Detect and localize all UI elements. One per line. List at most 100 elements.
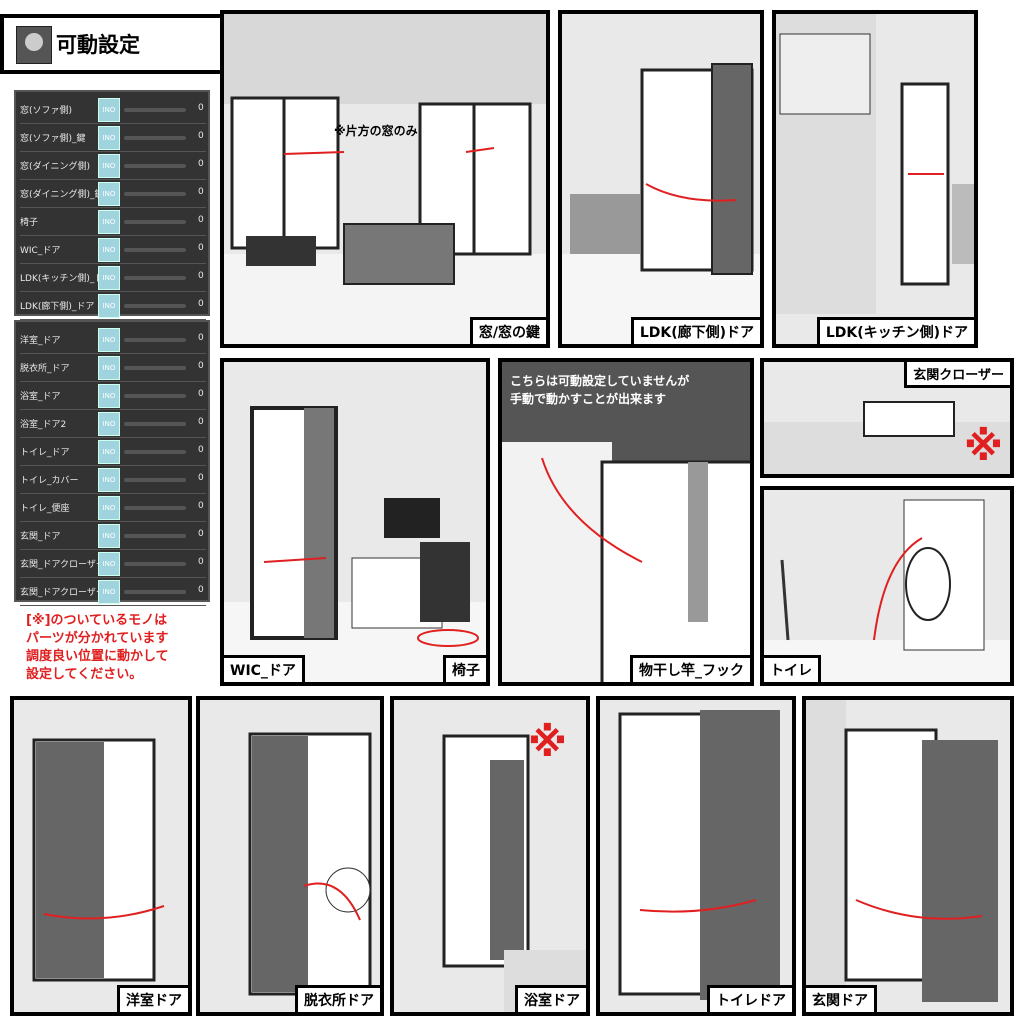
setting-value: 0	[198, 271, 204, 281]
bath-frame: ※ 浴室ドア	[390, 696, 590, 1016]
setting-value: 0	[198, 389, 204, 399]
setting-label: 窓(ソファ側)_鍵	[20, 134, 86, 144]
setting-toggle-button[interactable]: INO	[98, 182, 120, 206]
setting-slider[interactable]	[124, 450, 186, 454]
setting-label: 窓(ソファ側)	[20, 106, 73, 116]
setting-value: 0	[198, 529, 204, 539]
setting-slider[interactable]	[124, 164, 186, 168]
setting-toggle-button[interactable]: INO	[98, 210, 120, 234]
setting-slider[interactable]	[124, 394, 186, 398]
caption-ldk-hall: LDK(廊下側)ドア	[630, 317, 760, 344]
setting-value: 0	[198, 187, 204, 197]
wic-frame: WIC_ドア 椅子	[220, 358, 490, 686]
caption-dressing: 脱衣所ドア	[295, 985, 380, 1012]
window-frame: ※片方の窓のみ 窓/窓の鍵	[220, 10, 550, 348]
hook-frame: こちらは可動設定していませんが 手動で動かすことが出来ます 物干し竿_フック	[498, 358, 754, 686]
setting-value: 0	[198, 361, 204, 371]
setting-label: トイレ_便座	[20, 504, 70, 514]
setting-slider[interactable]	[124, 534, 186, 538]
setting-slider[interactable]	[124, 478, 186, 482]
setting-value: 0	[198, 131, 204, 141]
setting-slider[interactable]	[124, 590, 186, 594]
setting-toggle-button[interactable]: INO	[98, 468, 120, 492]
setting-slider[interactable]	[124, 276, 186, 280]
caption-toilet-door: トイレドア	[707, 985, 792, 1012]
setting-label: 玄関_ドアクローザーB	[20, 588, 112, 598]
setting-label: 脱衣所_ドア	[20, 364, 70, 374]
caption-ldk-kitchen: LDK(キッチン側)ドア	[816, 317, 974, 344]
setting-slider[interactable]	[124, 136, 186, 140]
setting-slider[interactable]	[124, 220, 186, 224]
parts-note: [※]のついているモノは パーツが分かれています 調度良い位置に動かして 設定し…	[26, 612, 216, 684]
caption-western: 洋室ドア	[117, 985, 188, 1012]
setting-slider[interactable]	[124, 338, 186, 342]
setting-row: 浴室_ドア2 INO 0	[20, 410, 206, 438]
toilet-door-frame: トイレドア	[596, 696, 796, 1016]
setting-slider[interactable]	[124, 248, 186, 252]
caption-toilet: トイレ	[764, 655, 821, 682]
caption-bath: 浴室ドア	[515, 985, 586, 1012]
setting-slider[interactable]	[124, 108, 186, 112]
ldk-hall-frame: LDK(廊下側)ドア	[558, 10, 764, 348]
note-line: 調度良い位置に動かして	[26, 649, 169, 664]
setting-label: LDK(廊下側)_ドア	[20, 302, 95, 312]
hook-note-2: 手動で動かすことが出来ます	[510, 392, 667, 406]
setting-toggle-button[interactable]: INO	[98, 440, 120, 464]
setting-toggle-button[interactable]: INO	[98, 356, 120, 380]
title-text: 可動設定	[56, 33, 140, 57]
entrance-frame: 玄関ドア	[802, 696, 1014, 1016]
setting-toggle-button[interactable]: INO	[98, 524, 120, 548]
setting-toggle-button[interactable]: INO	[98, 238, 120, 262]
setting-toggle-button[interactable]: INO	[98, 294, 120, 318]
dressing-frame: 脱衣所ドア	[196, 696, 384, 1016]
setting-slider[interactable]	[124, 422, 186, 426]
setting-toggle-button[interactable]: INO	[98, 98, 120, 122]
setting-value: 0	[198, 445, 204, 455]
setting-value: 0	[198, 417, 204, 427]
setting-toggle-button[interactable]: INO	[98, 412, 120, 436]
note-line: 設定してください。	[26, 667, 143, 682]
setting-value: 0	[198, 215, 204, 225]
setting-row: トイレ_便座 INO 0	[20, 494, 206, 522]
setting-row: 脱衣所_ドア INO 0	[20, 354, 206, 382]
setting-row: 窓(ソファ側)_鍵 INO 0	[20, 124, 206, 152]
setting-toggle-button[interactable]: INO	[98, 126, 120, 150]
caption-hook: 物干し竿_フック	[630, 655, 750, 682]
setting-label: 窓(ダイニング側)_鍵	[20, 190, 104, 200]
caption-window: 窓/窓の鍵	[469, 317, 546, 344]
setting-label: WIC_ドア	[20, 246, 61, 256]
setting-slider[interactable]	[124, 562, 186, 566]
settings-panel-1: 窓(ソファ側) INO 0 窓(ソファ側)_鍵 INO 0 窓(ダイニング側) INO 0 窓(ダ…	[14, 90, 210, 320]
setting-toggle-button[interactable]: INO	[98, 154, 120, 178]
caption-closer: 玄関クローザー	[904, 362, 1010, 388]
setting-toggle-button[interactable]: INO	[98, 496, 120, 520]
toilet-frame: トイレ	[760, 486, 1014, 686]
setting-slider[interactable]	[124, 366, 186, 370]
parts-mark: ※	[964, 424, 1003, 470]
setting-value: 0	[198, 501, 204, 511]
setting-label: 洋室_ドア	[20, 336, 61, 346]
setting-slider[interactable]	[124, 304, 186, 308]
setting-label: 窓(ダイニング側)	[20, 162, 91, 172]
app-icon	[16, 26, 52, 64]
setting-toggle-button[interactable]: INO	[98, 328, 120, 352]
setting-slider[interactable]	[124, 192, 186, 196]
western-frame: 洋室ドア	[10, 696, 192, 1016]
setting-label: 浴室_ドア2	[20, 420, 67, 430]
setting-toggle-button[interactable]: INO	[98, 580, 120, 604]
setting-toggle-button[interactable]: INO	[98, 384, 120, 408]
setting-toggle-button[interactable]: INO	[98, 552, 120, 576]
setting-value: 0	[198, 333, 204, 343]
setting-toggle-button[interactable]: INO	[98, 266, 120, 290]
setting-row: 洋室_ドア INO 0	[20, 326, 206, 354]
setting-label: 浴室_ドア	[20, 392, 61, 402]
setting-slider[interactable]	[124, 506, 186, 510]
